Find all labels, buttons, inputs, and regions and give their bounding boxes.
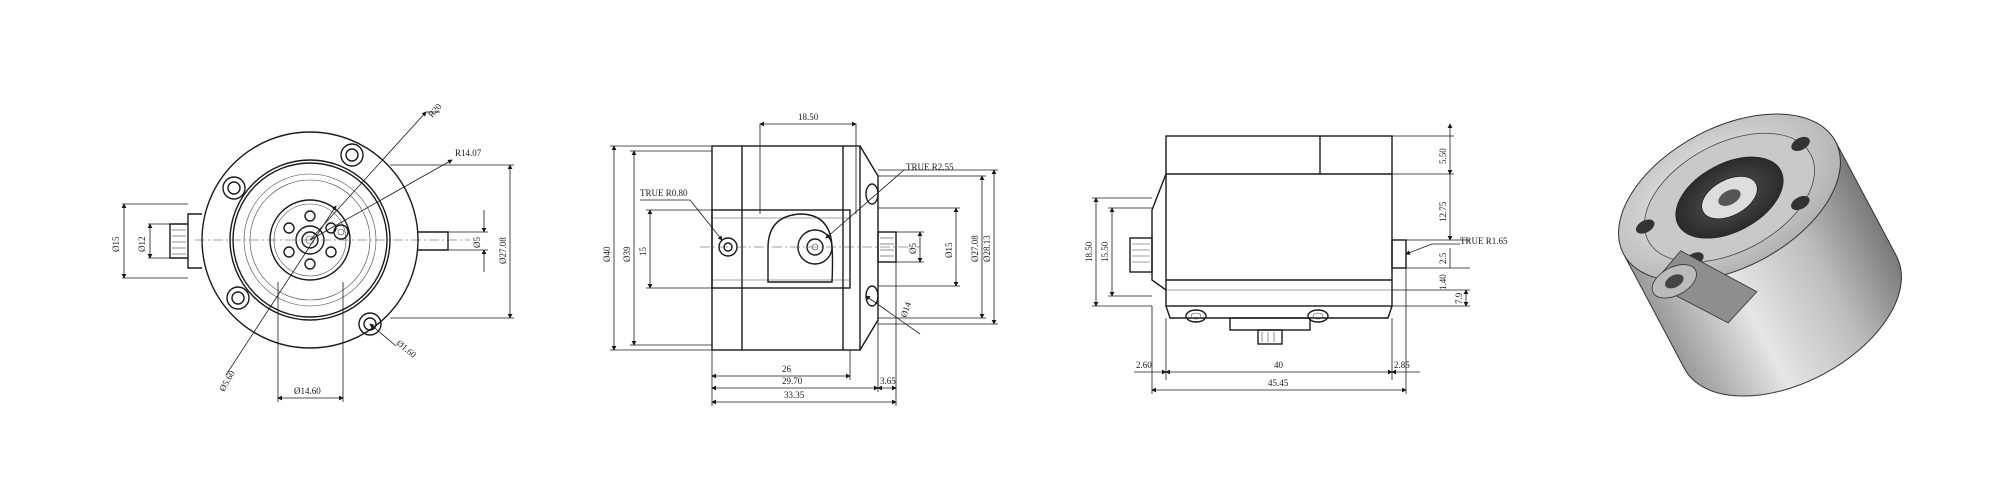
front-d5-label: Ø5 (472, 237, 482, 248)
side-true-r0-80-label: TRUE R0.80 (640, 188, 688, 198)
mounting-hole (226, 286, 250, 310)
top-45-45-label: 45.45 (1268, 378, 1289, 388)
top-40-label: 40 (1274, 360, 1284, 370)
front-view: Ø15 Ø12 R20 R14.07 Ø5 Ø27.08 Ø5.60 Ø1.60… (111, 101, 514, 402)
chamfer-side (859, 145, 879, 351)
side-29-70-label: 29.70 (782, 376, 803, 386)
front-d15-label: Ø15 (111, 236, 121, 252)
side-39-label: Ø39 (622, 246, 632, 262)
side-33-35-label: 33.35 (784, 390, 805, 400)
side-angle-label: Ø14 (898, 300, 913, 318)
top-12-75-label: 12.75 (1438, 201, 1448, 222)
top-1-40-label: 1.40 (1438, 274, 1448, 290)
top-shaft (1129, 237, 1153, 273)
side-view: 18.50 TRUE R0.80 TRUE R2.55 Ø40 Ø39 15 Ø… (602, 112, 998, 406)
front-r20-label: R20 (426, 101, 444, 119)
front-d5-60-label: Ø5.60 (217, 368, 237, 393)
front-d1-60-label: Ø1.60 (395, 338, 419, 360)
front-d12-label: Ø12 (137, 237, 147, 253)
side-26-label: 26 (782, 364, 792, 374)
side-true-r2-55-label: TRUE R2.55 (906, 162, 954, 172)
output-lobe (767, 213, 834, 283)
side-18-50-label: 18.50 (798, 112, 819, 122)
right-pin (418, 231, 449, 251)
bottom-boss (1229, 317, 1311, 331)
top-2-5-label: 2.5 (1438, 252, 1448, 264)
front-d14-60-label: Ø14.60 (294, 386, 321, 396)
side-40-label: Ø40 (602, 246, 612, 262)
mounting-hole (358, 312, 382, 336)
side-shaft (877, 231, 897, 263)
side-d15-label: Ø15 (944, 242, 954, 258)
top-2-85-label: 2.85 (1394, 360, 1410, 370)
left-shaft (187, 213, 202, 269)
side-3-65-label: 3.65 (880, 376, 896, 386)
front-d27-08-label: Ø27.08 (498, 237, 508, 264)
top-5-50-label: 5.50 (1438, 148, 1448, 164)
front-r14-07-label: R14.07 (455, 148, 482, 158)
side-d5-label: Ø5 (908, 243, 918, 254)
top-15-50-label: 15.50 (1100, 241, 1110, 262)
mounting-hole (222, 176, 246, 200)
mounting-hole (340, 143, 364, 167)
top-housing (1165, 135, 1393, 307)
top-view: 18.50 15.50 5.50 12.75 TRUE R1.65 2.5 1.… (1084, 123, 1508, 394)
side-d28-13-label: Ø28.13 (982, 235, 992, 262)
side-d27-08-label: Ø27.08 (970, 235, 980, 262)
top-2-60-label: 2.60 (1136, 360, 1152, 370)
side-15-label: 15 (638, 247, 648, 257)
top-7-9-label: 7.9 (1454, 292, 1464, 304)
top-pin (1391, 239, 1407, 269)
isometric-view (1618, 113, 1902, 397)
housing-body (711, 145, 861, 351)
top-true-r1-65-label: TRUE R1.65 (1460, 236, 1508, 246)
top-step (1151, 173, 1167, 291)
top-18-50-label: 18.50 (1084, 241, 1094, 262)
